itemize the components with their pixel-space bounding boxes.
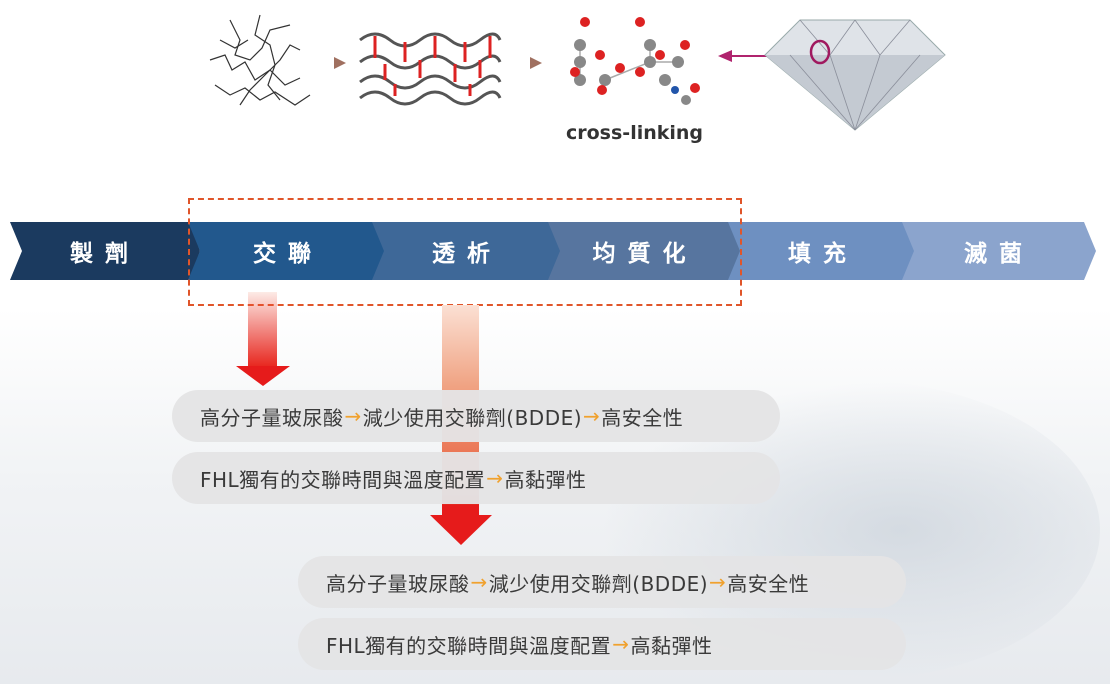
- benefit-pill: 高分子量玻尿酸→減少使用交聯劑(BDDE)→高安全性: [172, 390, 780, 442]
- pill-text: 減少使用交聯劑(BDDE): [488, 571, 709, 596]
- step-arrow-icon: [334, 57, 346, 69]
- step-homogenization: 均質化: [548, 222, 742, 280]
- benefit-pill: FHL獨有的交聯時間與溫度配置→高黏彈性: [298, 618, 906, 670]
- step-filling: 填充: [728, 222, 918, 280]
- arrow-icon: →: [612, 632, 630, 656]
- step-label: 滅菌: [964, 241, 1034, 267]
- down-arrow-icon: [236, 366, 290, 386]
- step-label: 填充: [788, 241, 858, 267]
- down-arrow-icon: [430, 505, 492, 545]
- molecule-icon: [570, 17, 700, 105]
- pill-text: FHL獨有的交聯時間與溫度配置: [200, 467, 486, 492]
- random-chain-icon: [209, 14, 311, 106]
- cross-linking-caption: cross-linking: [566, 122, 704, 144]
- step-label: 透析: [432, 241, 502, 267]
- step-label: 製劑: [70, 241, 140, 267]
- diamond-icon: [764, 19, 946, 131]
- step-dialysis: 透析: [372, 222, 562, 280]
- arrow-icon: →: [486, 466, 504, 490]
- step-sterilization: 滅菌: [902, 222, 1096, 280]
- step-arrow-icon: [530, 57, 542, 69]
- arrow-icon: →: [709, 570, 727, 594]
- arrow-icon: →: [344, 404, 362, 428]
- pill-text: 高安全性: [601, 405, 684, 430]
- pill-text: 高黏彈性: [630, 633, 713, 658]
- benefit-pill: FHL獨有的交聯時間與溫度配置→高黏彈性: [172, 452, 780, 504]
- pill-text: 高安全性: [727, 571, 810, 596]
- pill-text: 高分子量玻尿酸: [326, 571, 470, 596]
- arrow-icon: →: [583, 404, 601, 428]
- step-preparation: 製劑: [10, 222, 200, 280]
- pill-text: 減少使用交聯劑(BDDE): [362, 405, 583, 430]
- arrow-icon: →: [470, 570, 488, 594]
- highlight-box: [188, 198, 742, 306]
- benefit-pill: 高分子量玻尿酸→減少使用交聯劑(BDDE)→高安全性: [298, 556, 906, 608]
- pill-text: FHL獨有的交聯時間與溫度配置: [326, 633, 612, 658]
- pill-text: 高黏彈性: [504, 467, 587, 492]
- step-label: 均質化: [592, 241, 698, 267]
- pill-text: 高分子量玻尿酸: [200, 405, 344, 430]
- step-crosslinking: 交聯: [188, 222, 388, 280]
- molecular-illustration: [209, 14, 946, 131]
- down-arrow-shaft: [248, 292, 277, 367]
- step-label: 交聯: [253, 241, 323, 267]
- crosslinked-chains-icon: [359, 32, 502, 106]
